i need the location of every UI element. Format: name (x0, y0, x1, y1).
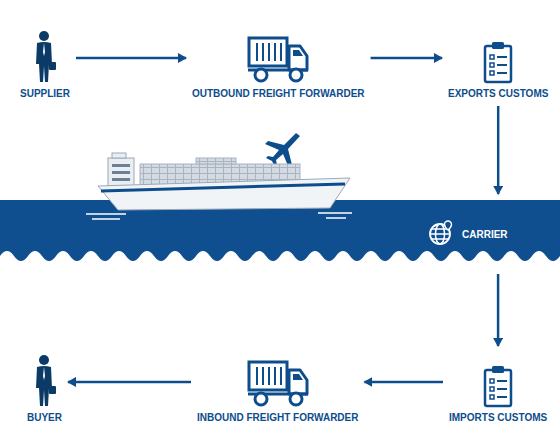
node-label: INBOUND FREIGHT FORWARDER (197, 412, 358, 424)
clip-icon (482, 352, 514, 408)
node-label: BUYER (27, 412, 62, 424)
node-label: OUTBOUND FREIGHT FORWARDER (192, 88, 365, 100)
flow-arrow (364, 381, 443, 384)
flow-arrow (371, 57, 442, 60)
flow-arrow (497, 106, 500, 194)
plane-icon (265, 133, 300, 168)
node-label: SUPPLIER (20, 88, 70, 100)
person-icon (34, 352, 56, 408)
node-label: CARRIER (462, 229, 508, 241)
person-icon (34, 28, 56, 84)
forwarder-node: OUTBOUND FREIGHT FORWARDER (192, 28, 365, 100)
flow-arrow (497, 274, 500, 346)
buyer-node: BUYER (27, 352, 62, 424)
carrier-band: CARRIER (0, 200, 560, 268)
carrier-group: CARRIER (428, 220, 508, 250)
node-label: IMPORTS CUSTOMS (449, 412, 547, 424)
truck-icon (246, 28, 310, 84)
clip-icon (482, 28, 514, 84)
flow-arrow (68, 381, 191, 384)
globe-icon (428, 220, 454, 250)
truck-icon (246, 352, 310, 408)
container-ship (86, 153, 352, 219)
customs-node: EXPORTS CUSTOMS (448, 28, 548, 100)
forwarder-node: INBOUND FREIGHT FORWARDER (197, 352, 358, 424)
supplier-node: SUPPLIER (20, 28, 70, 100)
flow-arrow (76, 57, 186, 60)
customs-node: IMPORTS CUSTOMS (449, 352, 547, 424)
node-label: EXPORTS CUSTOMS (448, 88, 548, 100)
